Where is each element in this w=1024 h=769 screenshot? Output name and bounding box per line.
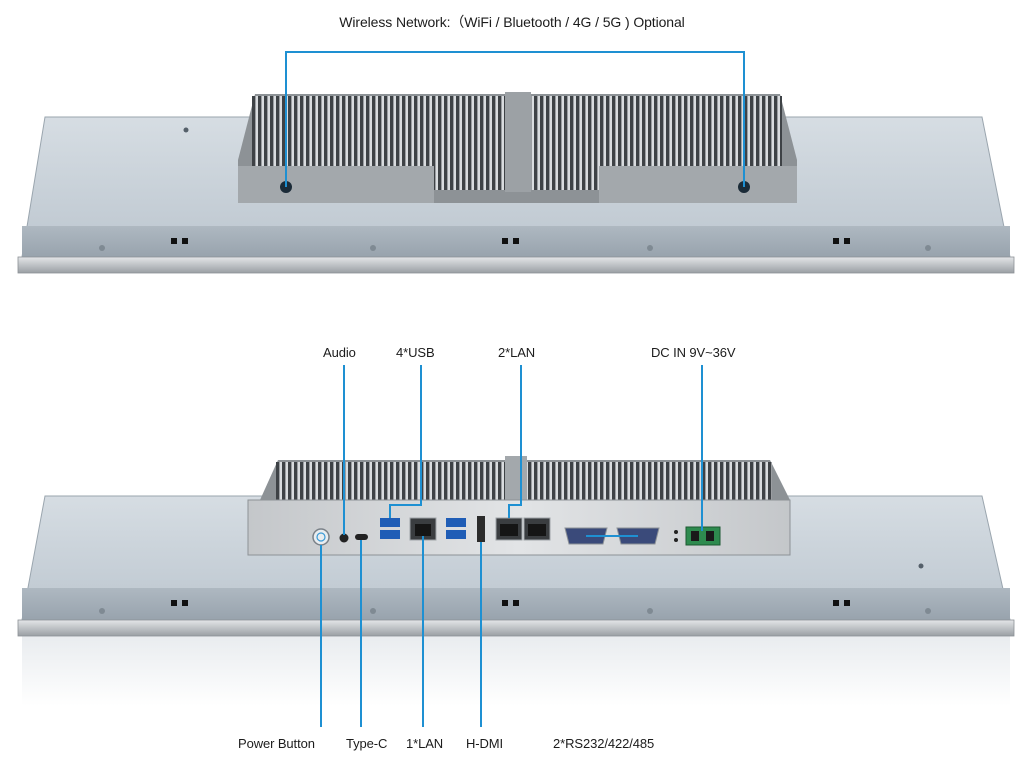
usb-label: 4*USB bbox=[396, 345, 435, 360]
dual-lan-label: 2*LAN bbox=[498, 345, 536, 360]
wireless-network-label: Wireless Network:（WiFi / Bluetooth / 4G … bbox=[339, 14, 685, 30]
serial-ports-label: 2*RS232/422/485 bbox=[553, 736, 655, 751]
power-button-label: Power Button bbox=[238, 736, 315, 751]
lan2-callout-line bbox=[508, 365, 522, 518]
usb-callout-line bbox=[389, 365, 422, 518]
hdmi-label: H-DMI bbox=[466, 736, 504, 751]
type-c-label: Type-C bbox=[346, 736, 388, 751]
panel-pc-top-view bbox=[17, 92, 1015, 274]
single-lan-label: 1*LAN bbox=[406, 736, 444, 751]
audio-label: Audio bbox=[323, 345, 356, 360]
dc-in-label: DC IN 9V~36V bbox=[651, 345, 736, 360]
wireless-callout-line bbox=[285, 51, 745, 187]
panel-pc-io-view bbox=[17, 456, 1015, 706]
